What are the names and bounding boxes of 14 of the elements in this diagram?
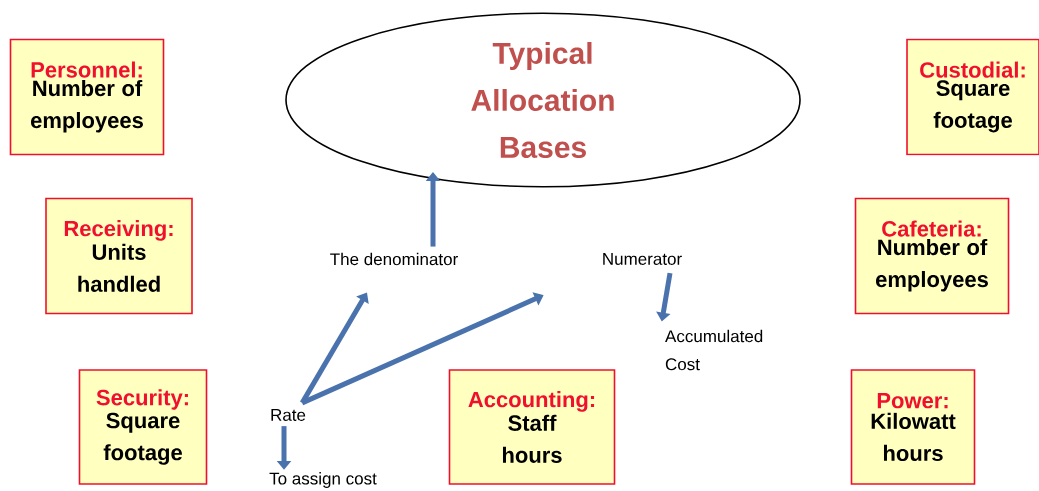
base-box: Cafeteria: Number of employees (854, 197, 1010, 315)
note-text: Rate (271, 409, 306, 421)
base-box: Receiving: Units handled (45, 197, 193, 315)
base-box: Accounting: Staff hours (448, 369, 616, 485)
base-box: Power: Kilowatt hours (850, 369, 976, 485)
base-box: Personnel: Number of employees (9, 38, 165, 156)
note-text: To assign cost (269, 472, 377, 488)
note-text: Numerator (603, 253, 682, 265)
arrow (300, 292, 369, 405)
base-box: Custodial: Square footage (906, 38, 1039, 156)
arrow (301, 292, 544, 406)
note-text: Accumulated Cost (665, 329, 763, 371)
note-text: The denominator (330, 252, 458, 266)
base-box: Security: Square footage (78, 369, 208, 485)
